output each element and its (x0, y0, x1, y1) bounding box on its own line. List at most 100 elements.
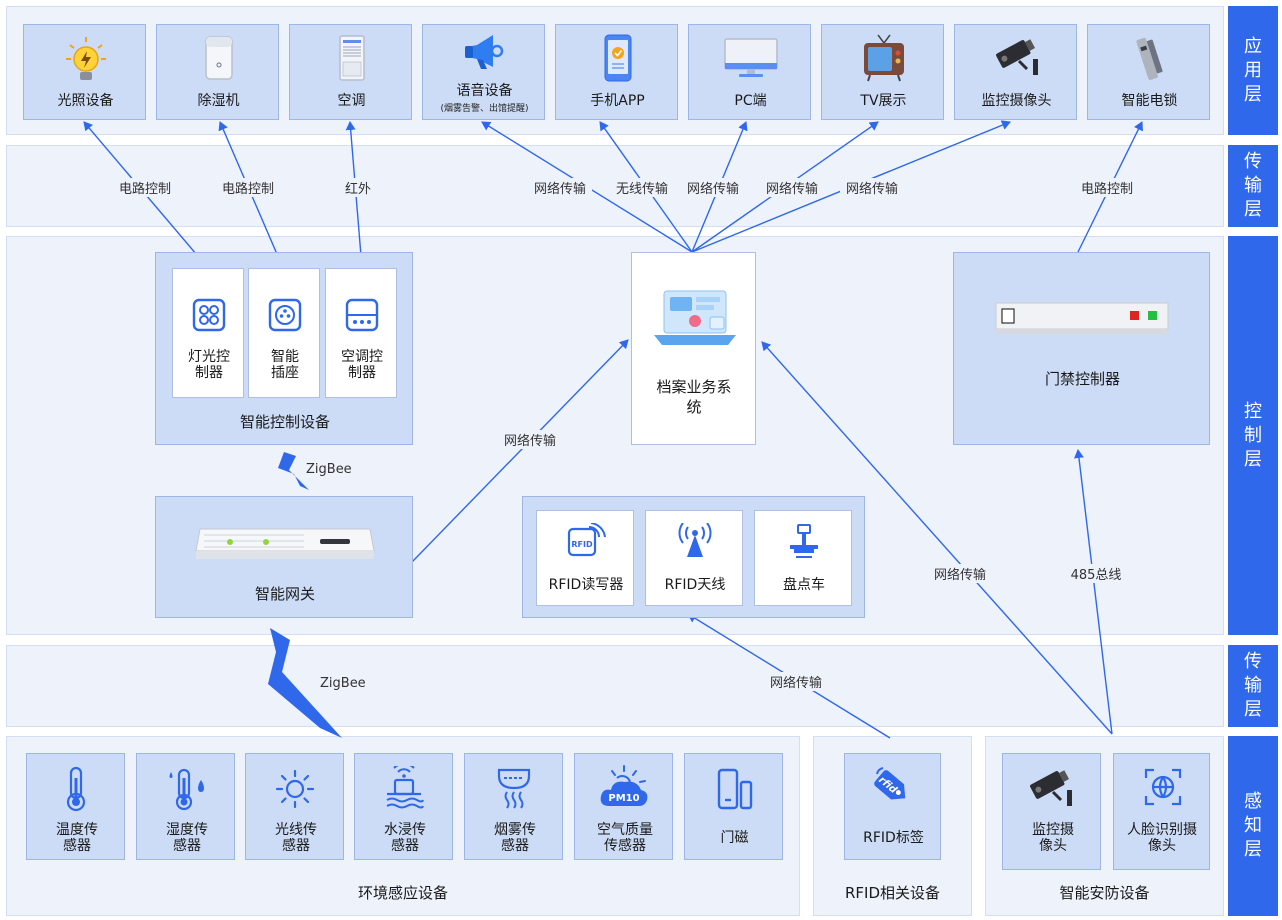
security-camera-label: 监控摄像头 (1032, 822, 1074, 854)
bulb-icon (66, 37, 106, 80)
sun-icon (275, 769, 315, 809)
rfid-reader-label: RFID读写器 (548, 577, 624, 593)
dehumidifier-icon (205, 36, 233, 80)
app-device-sublabel: (烟雾告警、出馆提醒) (440, 104, 529, 114)
env-sensor-smoke: 烟雾传感器 (464, 753, 563, 860)
app-device-smart-lock: 智能电锁 (1087, 24, 1210, 120)
edge-label-net-2: 网络传输 (681, 178, 745, 197)
app-device-mobile-app: 手机APP (555, 24, 678, 120)
edge-label-zigbee-bottom: ZigBee (320, 676, 366, 691)
app-device-dehumidifier: 除湿机 (156, 24, 279, 120)
app-device-label: TV展示 (860, 93, 907, 109)
camera-icon (996, 39, 1038, 75)
edge-label-net-4: 网络传输 (840, 178, 904, 197)
transport-layer-band-bottom (6, 645, 1224, 727)
rfid-antenna-label: RFID天线 (664, 577, 726, 593)
air-conditioner-icon (339, 35, 365, 81)
rfid-tag: rfid RFID标签 (844, 753, 941, 860)
smoke-icon (497, 768, 531, 809)
face-camera-label: 人脸识别摄像头 (1127, 822, 1197, 854)
laptop-system-icon (654, 290, 736, 345)
rfid-antenna: RFID天线 (645, 510, 743, 606)
env-sensor-label: 水浸传感器 (384, 822, 426, 854)
water-sensor-icon (386, 766, 424, 809)
phone-icon (604, 34, 632, 82)
controller-box-icon (995, 302, 1169, 334)
ac-controller-icon (345, 298, 379, 332)
app-device-label: 智能电锁 (1121, 93, 1178, 109)
svg-text:RFID: RFID (571, 540, 593, 549)
env-sensor-label: 温度传感器 (56, 822, 98, 854)
edge-label-circuit-2: 电路控制 (213, 178, 283, 197)
line-security-archive (761, 341, 1113, 735)
app-device-label: 除湿机 (197, 93, 240, 109)
env-sensor-label: 烟雾传感器 (494, 822, 536, 854)
smart-control-label: 灯光控制器 (188, 349, 230, 381)
layer-label-app: 应用层 (1228, 6, 1278, 135)
archive-system-title: 档案业务系统 (656, 378, 732, 416)
line-security-door (1073, 449, 1113, 735)
env-sensing-title: 环境感应设备 (357, 884, 448, 902)
air-quality-icon: PM10 (600, 765, 648, 806)
app-device-tv: TV展示 (821, 24, 944, 120)
edge-label-485-bus: 485总线 (1066, 564, 1126, 583)
antenna-icon (678, 523, 712, 557)
layer-label-transport-top: 传输层 (1228, 145, 1278, 227)
rfid-reader-icon: RFID (567, 523, 606, 557)
app-device-lighting: 光照设备 (23, 24, 146, 120)
zigbee-bolt-top (278, 452, 309, 490)
smart-gateway: 智能网关 (155, 496, 413, 618)
inventory-cart-label: 盘点车 (783, 577, 825, 593)
zigbee-bolt-bottom (268, 628, 342, 738)
app-device-voice: 语音设备 (烟雾告警、出馆提醒) (422, 24, 545, 120)
app-device-label: 语音设备 (456, 83, 513, 99)
app-device-ac: 空调 (289, 24, 412, 120)
face-recognition-camera: 人脸识别摄像头 (1113, 753, 1210, 870)
edge-label-wireless: 无线传输 (610, 178, 674, 197)
env-sensor-label: 湿度传感器 (166, 822, 208, 854)
gateway-device-icon (195, 528, 375, 559)
edge-label-security-net: 网络传输 (928, 564, 992, 583)
rfid-tag-label: RFID标签 (863, 830, 924, 846)
inventory-cart: 盘点车 (754, 510, 852, 606)
light-switch-icon (192, 298, 226, 332)
edge-label-net-3: 网络传输 (760, 178, 824, 197)
app-device-label: 手机APP (590, 93, 645, 109)
app-device-label: 空调 (337, 93, 366, 109)
edge-label-rfid-net: 网络传输 (764, 672, 828, 691)
monitor-icon (724, 38, 778, 77)
door-magnet-icon (717, 768, 753, 810)
env-sensor-label: 光线传感器 (275, 822, 317, 854)
env-sensor-light: 光线传感器 (245, 753, 344, 860)
app-device-camera: 监控摄像头 (954, 24, 1077, 120)
security-camera: 监控摄像头 (1002, 753, 1101, 870)
env-sensor-label: 空气质量传感器 (597, 822, 653, 854)
door-access-controller: 门禁控制器 (953, 252, 1210, 445)
smart-control-item-light: 灯光控制器 (172, 268, 244, 398)
socket-icon (268, 298, 302, 332)
smart-control-item-ac: 空调控制器 (325, 268, 397, 398)
archive-business-system: 档案业务系统 (631, 252, 756, 445)
env-sensor-label: 门磁 (720, 830, 749, 846)
rfid-sensing-title: RFID相关设备 (844, 884, 941, 902)
app-device-label: 监控摄像头 (981, 93, 1052, 109)
smart-control-label: 空调控制器 (341, 349, 383, 381)
door-controller-title: 门禁控制器 (1044, 370, 1120, 388)
layer-label-control: 控制层 (1228, 236, 1278, 635)
rfid-equipment-group: RFID RFID读写器 RFID天线 盘点车 (522, 496, 865, 618)
smart-control-title: 智能控制设备 (239, 413, 330, 431)
lock-icon (1136, 37, 1163, 80)
cart-icon (790, 524, 818, 558)
edge-label-net-1: 网络传输 (528, 178, 592, 197)
rfid-tag-icon: rfid (874, 767, 906, 800)
env-sensor-humidity: 湿度传感器 (136, 753, 235, 860)
edge-label-infrared: 红外 (338, 178, 378, 197)
line-gateway-archive (411, 339, 629, 563)
edge-label-zigbee-top: ZigBee (306, 462, 352, 477)
megaphone-icon (465, 35, 504, 69)
app-device-label: PC端 (734, 93, 767, 109)
env-sensor-water: 水浸传感器 (354, 753, 453, 860)
app-device-pc: PC端 (688, 24, 811, 120)
env-sensor-air-quality: PM10 空气质量传感器 (574, 753, 673, 860)
thermometer-icon (66, 766, 86, 812)
